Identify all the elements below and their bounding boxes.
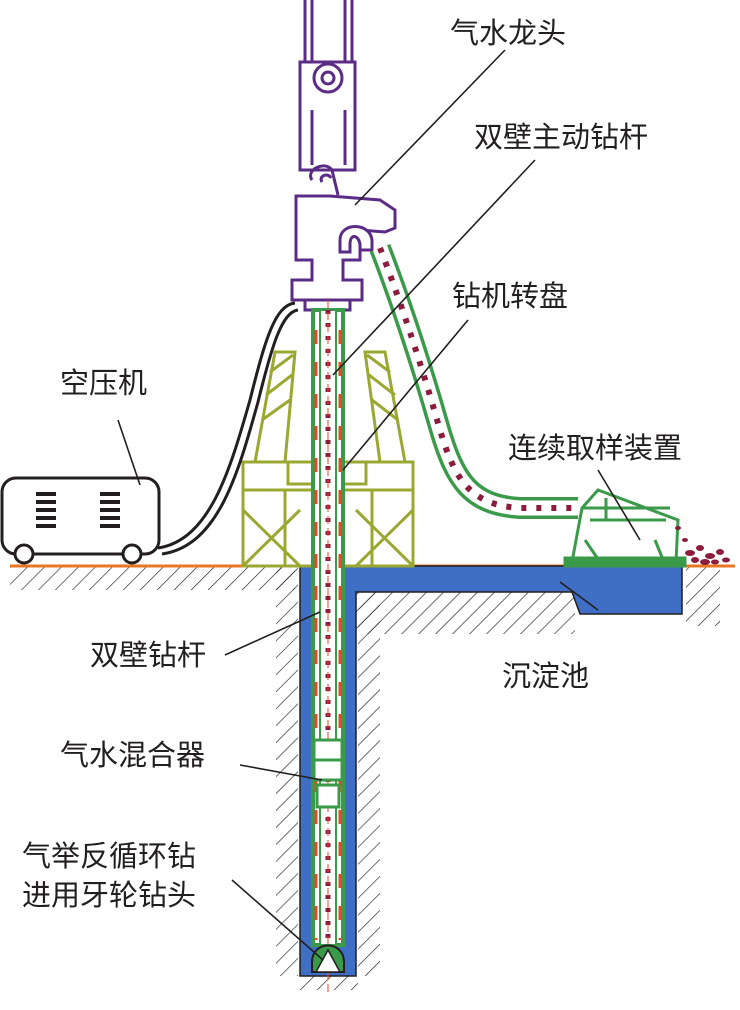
discharge-hose-inner xyxy=(372,245,578,516)
air-compressor xyxy=(0,476,161,565)
label-roller-bit-line1: 气举反循环钻 xyxy=(22,839,196,873)
continuous-sampling-device xyxy=(563,488,687,568)
leader-lines xyxy=(117,49,641,961)
label-settling-pond: 沉淀池 xyxy=(502,659,589,693)
air-water-mixer xyxy=(312,738,344,809)
cuttings-pile xyxy=(675,526,730,565)
label-air-water-mixer: 气水混合器 xyxy=(60,738,205,772)
compressor-vent-right xyxy=(100,492,120,528)
compressor-wheel-left xyxy=(13,543,35,565)
label-double-wall-kelly: 双壁主动钻杆 xyxy=(474,120,648,154)
air-hose xyxy=(157,301,296,550)
double-wall-drill-pipe xyxy=(311,300,345,995)
ground-hatching xyxy=(10,566,720,990)
compressor-wheel-right xyxy=(121,543,143,565)
label-air-compressor: 空压机 xyxy=(60,366,147,400)
roller-cone-bit xyxy=(311,944,345,973)
hook-block xyxy=(298,0,357,196)
label-rig-turntable: 钻机转盘 xyxy=(452,279,568,313)
compressor-vent-left xyxy=(36,492,56,528)
label-continuous-sampler: 连续取样装置 xyxy=(508,431,682,465)
label-double-wall-pipe: 双壁钻杆 xyxy=(90,638,206,672)
label-air-water-swivel: 气水龙头 xyxy=(450,16,566,50)
label-roller-bit-line2: 进用牙轮钻头 xyxy=(22,878,196,912)
